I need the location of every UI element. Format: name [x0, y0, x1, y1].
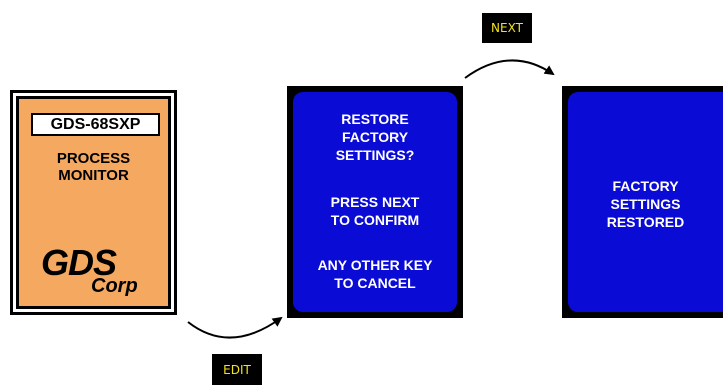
logo-main-text: GDS — [41, 242, 117, 283]
screen2-line: SETTINGS — [610, 196, 681, 212]
gds-corp-logo: GDS Corp — [41, 243, 161, 303]
edit-arrow — [187, 316, 283, 339]
model-label: GDS-68SXP — [31, 113, 160, 136]
screen1-line: SETTINGS? — [335, 147, 415, 163]
restore-prompt-screen: RESTORE FACTORY SETTINGS? PRESS NEXT TO … — [287, 86, 463, 318]
next-arrow — [464, 59, 555, 79]
screen2-line: FACTORY — [612, 178, 679, 194]
screen1-line: FACTORY — [341, 129, 409, 145]
process-monitor-device: GDS-68SXP PROCESS MONITOR GDS Corp — [10, 90, 177, 315]
next-key-label: NEXT — [482, 13, 532, 43]
screen1-line: RESTORE — [341, 111, 409, 127]
restored-confirmation-screen: FACTORY SETTINGS RESTORED — [562, 86, 723, 318]
screen1-line: ANY OTHER KEY — [317, 257, 433, 273]
screen1-line: TO CANCEL — [334, 275, 416, 291]
logo-sub-text: Corp — [91, 275, 138, 297]
screen2-line: RESTORED — [606, 214, 685, 230]
screen1-line: TO CONFIRM — [330, 212, 420, 228]
device-title-line1: PROCESS — [56, 150, 131, 167]
device-title-line2: MONITOR — [58, 167, 129, 184]
edit-key-label: EDIT — [212, 354, 262, 385]
screen1-line: PRESS NEXT — [330, 194, 420, 210]
